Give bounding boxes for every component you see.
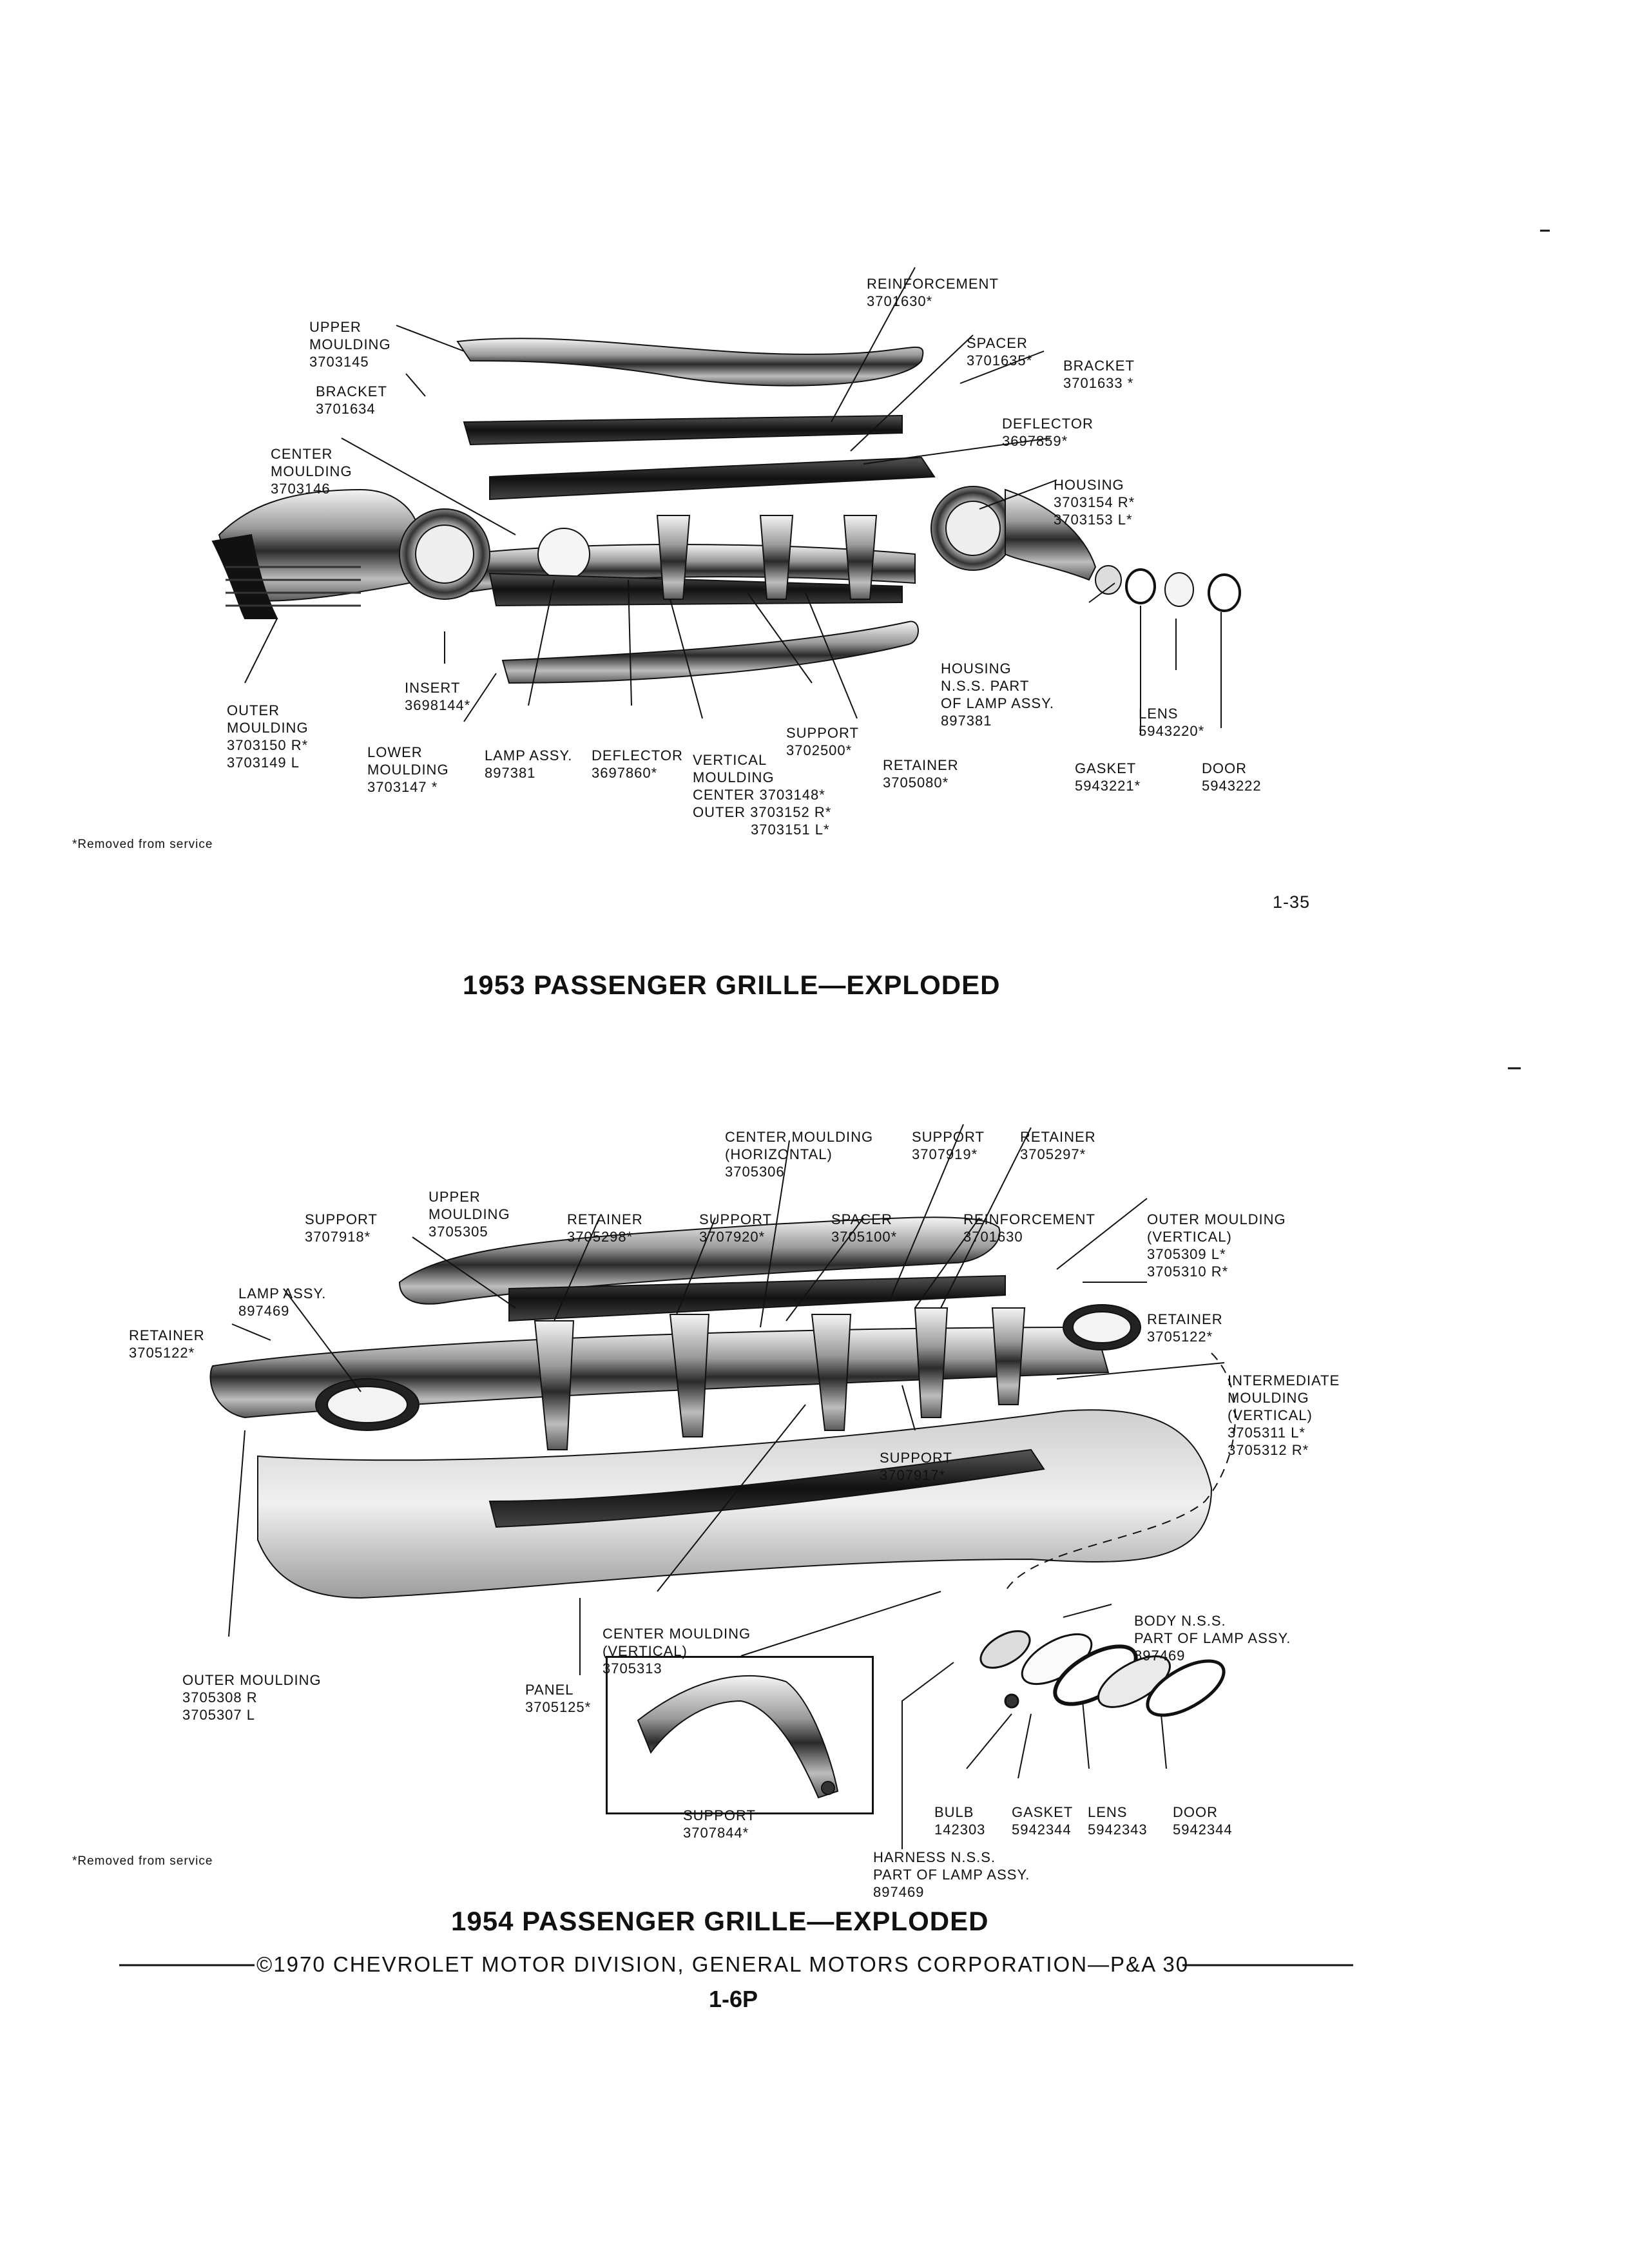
callout-harness-1954: HARNESS N.S.S.PART OF LAMP ASSY.897469 — [873, 1849, 1030, 1900]
footer-copyright: ©1970 CHEVROLET MOTOR DIVISION, GENERAL … — [256, 1952, 1190, 1976]
leader-lines-1953 — [244, 267, 1222, 735]
callout-lamp-assy-1954: LAMP ASSY.897469 — [238, 1285, 327, 1319]
footnote-1954: *Removed from service — [72, 1854, 213, 1868]
lamp-parts-1954 — [979, 1630, 1226, 1717]
grille-1954-art — [209, 1216, 1213, 1599]
footer-page-number: 1-6P — [709, 1986, 758, 2012]
footnote-1953: *Removed from service — [72, 838, 213, 851]
grille-1953-art — [211, 338, 1241, 684]
callout-outer-moulding-v-1954: OUTER MOULDING(VERTICAL)3705309 L*370531… — [1147, 1211, 1286, 1280]
support-inset-box — [606, 1656, 874, 1814]
page-ref-1953: 1-35 — [1273, 892, 1311, 912]
callout-body-nss-1954: BODY N.S.S.PART OF LAMP ASSY.897469 — [1134, 1613, 1291, 1664]
callout-center-moulding-h-1954: CENTER MOULDING(HORIZONTAL)3705306 — [725, 1129, 874, 1180]
callout-center-moulding-v-1954: CENTER MOULDING(VERTICAL)3705313 — [602, 1626, 751, 1677]
title-1954: 1954 PASSENGER GRILLE—EXPLODED — [451, 1906, 989, 1936]
inset-support-art — [637, 1675, 839, 1799]
title-1953: 1953 PASSENGER GRILLE—EXPLODED — [463, 970, 1001, 1000]
callout-lamp-assy-1953: LAMP ASSY.897381 — [485, 747, 573, 781]
